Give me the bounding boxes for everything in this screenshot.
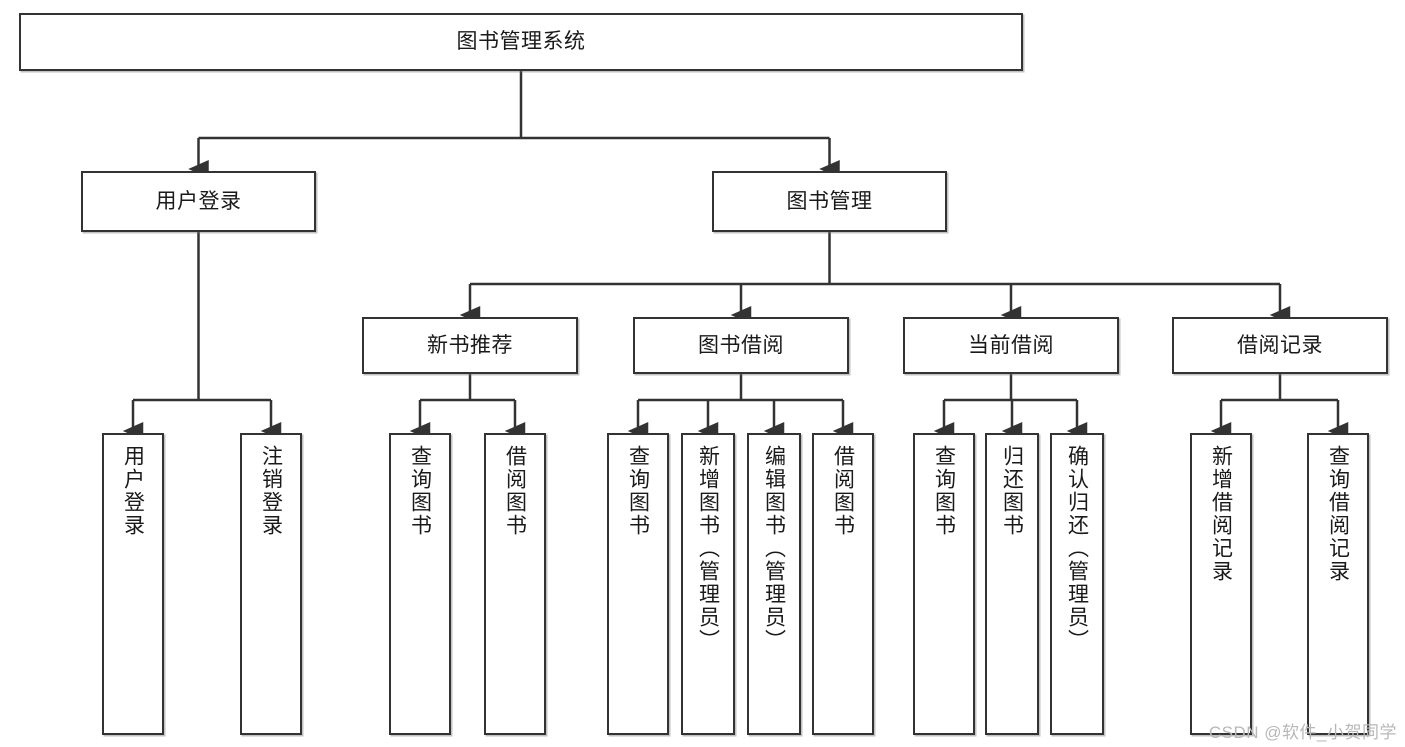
node-addrecord[interactable]: 新增借阅记录 [1190,433,1252,735]
node-label-addbook: 新增图书（管理员） [696,445,720,652]
csdn-watermark: CSDN @软件_小贺同学 [1208,723,1397,742]
node-label-borrowbook2: 借阅图书 [831,445,855,537]
node-label-confirmreturn: 确认归还（管理员） [1065,445,1089,652]
node-currborrow[interactable]: 当前借阅 [903,317,1119,374]
node-editbook[interactable]: 编辑图书（管理员） [747,433,801,735]
node-label-bookmgmt: 图书管理 [786,189,873,213]
node-label-userlogin: 用户登录 [121,445,145,537]
node-borrowbook2[interactable]: 借阅图书 [812,433,874,735]
node-newbook[interactable]: 新书推荐 [362,317,578,374]
node-queryrecord[interactable]: 查询借阅记录 [1307,433,1369,735]
node-borrowbook1[interactable]: 借阅图书 [484,433,546,735]
node-label-borrowbook1: 借阅图书 [503,445,527,537]
node-label-returnbook: 归还图书 [1000,445,1024,537]
node-userlogout[interactable]: 注销登录 [240,433,302,735]
node-querybook3[interactable]: 查询图书 [913,433,975,735]
node-label-borrowrec: 借阅记录 [1237,333,1323,357]
node-confirmreturn[interactable]: 确认归还（管理员） [1050,433,1104,735]
node-login[interactable]: 用户登录 [81,171,316,232]
node-label-login: 用户登录 [155,189,242,213]
node-querybook2[interactable]: 查询图书 [607,433,669,735]
node-label-querybook2: 查询图书 [626,445,650,537]
node-label-userlogout: 注销登录 [259,445,283,537]
node-label-newbook: 新书推荐 [427,333,513,357]
node-label-querybook1: 查询图书 [408,445,432,537]
node-returnbook[interactable]: 归还图书 [985,433,1039,735]
node-label-querybook3: 查询图书 [932,445,956,537]
node-bookmgmt[interactable]: 图书管理 [712,171,947,232]
node-borrowbook[interactable]: 图书借阅 [633,317,849,374]
node-userlogin[interactable]: 用户登录 [102,433,164,735]
node-root[interactable]: 图书管理系统 [19,13,1023,71]
node-label-borrowbook: 图书借阅 [698,333,784,357]
node-label-currborrow: 当前借阅 [968,333,1054,357]
node-label-queryrecord: 查询借阅记录 [1326,445,1350,583]
node-borrowrec[interactable]: 借阅记录 [1172,317,1388,374]
node-label-root: 图书管理系统 [456,30,586,54]
node-querybook1[interactable]: 查询图书 [389,433,451,735]
node-label-editbook: 编辑图书（管理员） [762,445,786,652]
node-addbook[interactable]: 新增图书（管理员） [681,433,735,735]
node-label-addrecord: 新增借阅记录 [1209,445,1233,583]
